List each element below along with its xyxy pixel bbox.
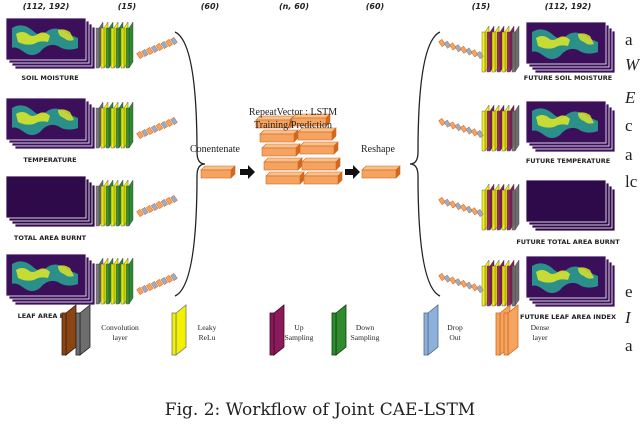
legend-label-down-sampling-line2: Sampling xyxy=(351,333,380,342)
decoder-dense-temperature xyxy=(438,118,484,138)
lstm-label-line2: Training/Prediction xyxy=(254,120,332,131)
dim-output-map: (112, 192) xyxy=(545,2,592,11)
decoder-dense-leaf-area-index xyxy=(438,273,484,293)
legend-down-sampling-block xyxy=(331,304,347,356)
output-label-soil-moisture: FUTURE SOIL MOISTURE xyxy=(524,74,612,82)
legend-leaky-relu-block xyxy=(171,304,187,356)
legend-label-dense-line1: Dense xyxy=(531,323,550,332)
input-label-leaf-area: LEAF AREA INDEX xyxy=(18,312,83,320)
left-bracket xyxy=(174,31,206,297)
input-label-temperature: TEMPERATURE xyxy=(23,156,76,164)
concatenate-dense-layer xyxy=(200,165,236,179)
legend-label-convolution-line2: layer xyxy=(113,333,128,342)
arrow-to-lstm xyxy=(240,165,255,179)
encoder-leaf-area-index xyxy=(95,257,134,305)
decoder-area-burnt xyxy=(481,183,520,231)
decoder-soil-moisture xyxy=(481,25,520,73)
side-text-6: lc xyxy=(625,172,638,191)
dim-input-encoded: (15) xyxy=(118,2,136,11)
dim-input-map: (112, 192) xyxy=(23,2,70,11)
encoder-dense-area-burnt xyxy=(136,195,178,217)
encoder-dense-soil-moisture xyxy=(136,37,178,59)
input-map-leaf-area-index xyxy=(5,253,96,306)
lstm-block-10 xyxy=(303,171,343,185)
side-text-7: e xyxy=(625,282,633,301)
legend-label-leaky-relu-line1: Leaky xyxy=(198,323,217,332)
legend-up-sampling-block xyxy=(269,304,285,356)
side-text-5: a xyxy=(625,145,633,164)
side-text-3: E xyxy=(625,88,636,107)
input-map-soil-moisture xyxy=(5,17,96,70)
encoder-area-burnt xyxy=(95,179,134,227)
output-map-area-burnt xyxy=(525,179,616,232)
legend-dense-block-2 xyxy=(503,304,519,356)
legend-label-down-sampling-line1: Down xyxy=(356,323,375,332)
figure-caption: Fig. 2: Workflow of Joint CAE-LSTM xyxy=(164,400,476,420)
dim-output-encoded: (15) xyxy=(472,2,490,11)
input-label-soil-moisture: SOIL MOISTURE xyxy=(21,74,78,82)
legend-label-dropout-line1: Drop xyxy=(447,323,463,332)
legend-label-convolution-line1: Convolution xyxy=(101,323,139,332)
lstm-block-5 xyxy=(261,143,301,157)
output-label-temperature: FUTURE TEMPERATURE xyxy=(526,157,610,165)
legend-convolution-block-brown xyxy=(61,304,77,356)
decoder-dense-area-burnt xyxy=(438,197,484,217)
reshape-label: Reshape xyxy=(361,144,395,155)
dim-latent-left: (60) xyxy=(201,2,219,11)
legend-convolution-block-gray xyxy=(75,304,91,356)
lstm-block-4 xyxy=(297,127,337,141)
legend-label-dropout-line2: Out xyxy=(449,333,461,342)
input-map-area-burnt xyxy=(5,175,96,228)
legend-label-dense-line2: layer xyxy=(533,333,548,342)
decoder-leaf-area-index xyxy=(481,259,520,307)
encoder-dense-temperature xyxy=(136,117,178,139)
output-label-area-burnt: FUTURE TOTAL AREA BURNT xyxy=(516,238,620,246)
legend-label-leaky-relu-line2: ReLu xyxy=(199,333,216,342)
side-text-9: a xyxy=(625,336,633,355)
encoder-temperature xyxy=(95,101,134,149)
encoder-dense-leaf-area-index xyxy=(136,273,178,295)
side-text-2: W xyxy=(625,55,640,74)
lstm-block-9 xyxy=(265,171,305,185)
dim-latent-right: (60) xyxy=(366,2,384,11)
legend-label-up-sampling-line2: Sampling xyxy=(285,333,314,342)
right-bracket xyxy=(409,31,441,297)
input-map-temperature xyxy=(5,97,96,150)
reshape-dense-layer xyxy=(361,165,401,179)
decoder-temperature xyxy=(481,104,520,152)
lstm-label-line1: RepeatVector : LSTM xyxy=(249,107,337,118)
output-map-soil-moisture xyxy=(525,21,616,74)
side-text-1: a xyxy=(625,30,633,49)
dim-lstm: (n, 60) xyxy=(279,2,309,11)
lstm-block-7 xyxy=(263,157,303,171)
decoder-dense-soil-moisture xyxy=(438,39,484,59)
legend-label-up-sampling-line1: Up xyxy=(294,323,303,332)
input-label-area-burnt: TOTAL AREA BURNT xyxy=(14,234,87,242)
lstm-block-8 xyxy=(301,157,341,171)
side-text-8: I xyxy=(625,308,631,327)
lstm-block-3 xyxy=(259,129,299,143)
encoder-soil-moisture xyxy=(95,21,134,69)
output-map-leaf-area-index xyxy=(525,255,616,308)
output-map-temperature xyxy=(525,100,616,153)
lstm-block-6 xyxy=(299,141,339,155)
legend-dropout-block xyxy=(423,304,439,356)
lstm-block-2 xyxy=(291,113,331,127)
concatenate-label: Conentenate xyxy=(190,144,241,155)
side-text-4: c xyxy=(625,116,633,135)
arrow-to-reshape xyxy=(345,165,360,179)
output-label-leaf-area: FUTURE LEAF AREA INDEX xyxy=(520,313,616,321)
